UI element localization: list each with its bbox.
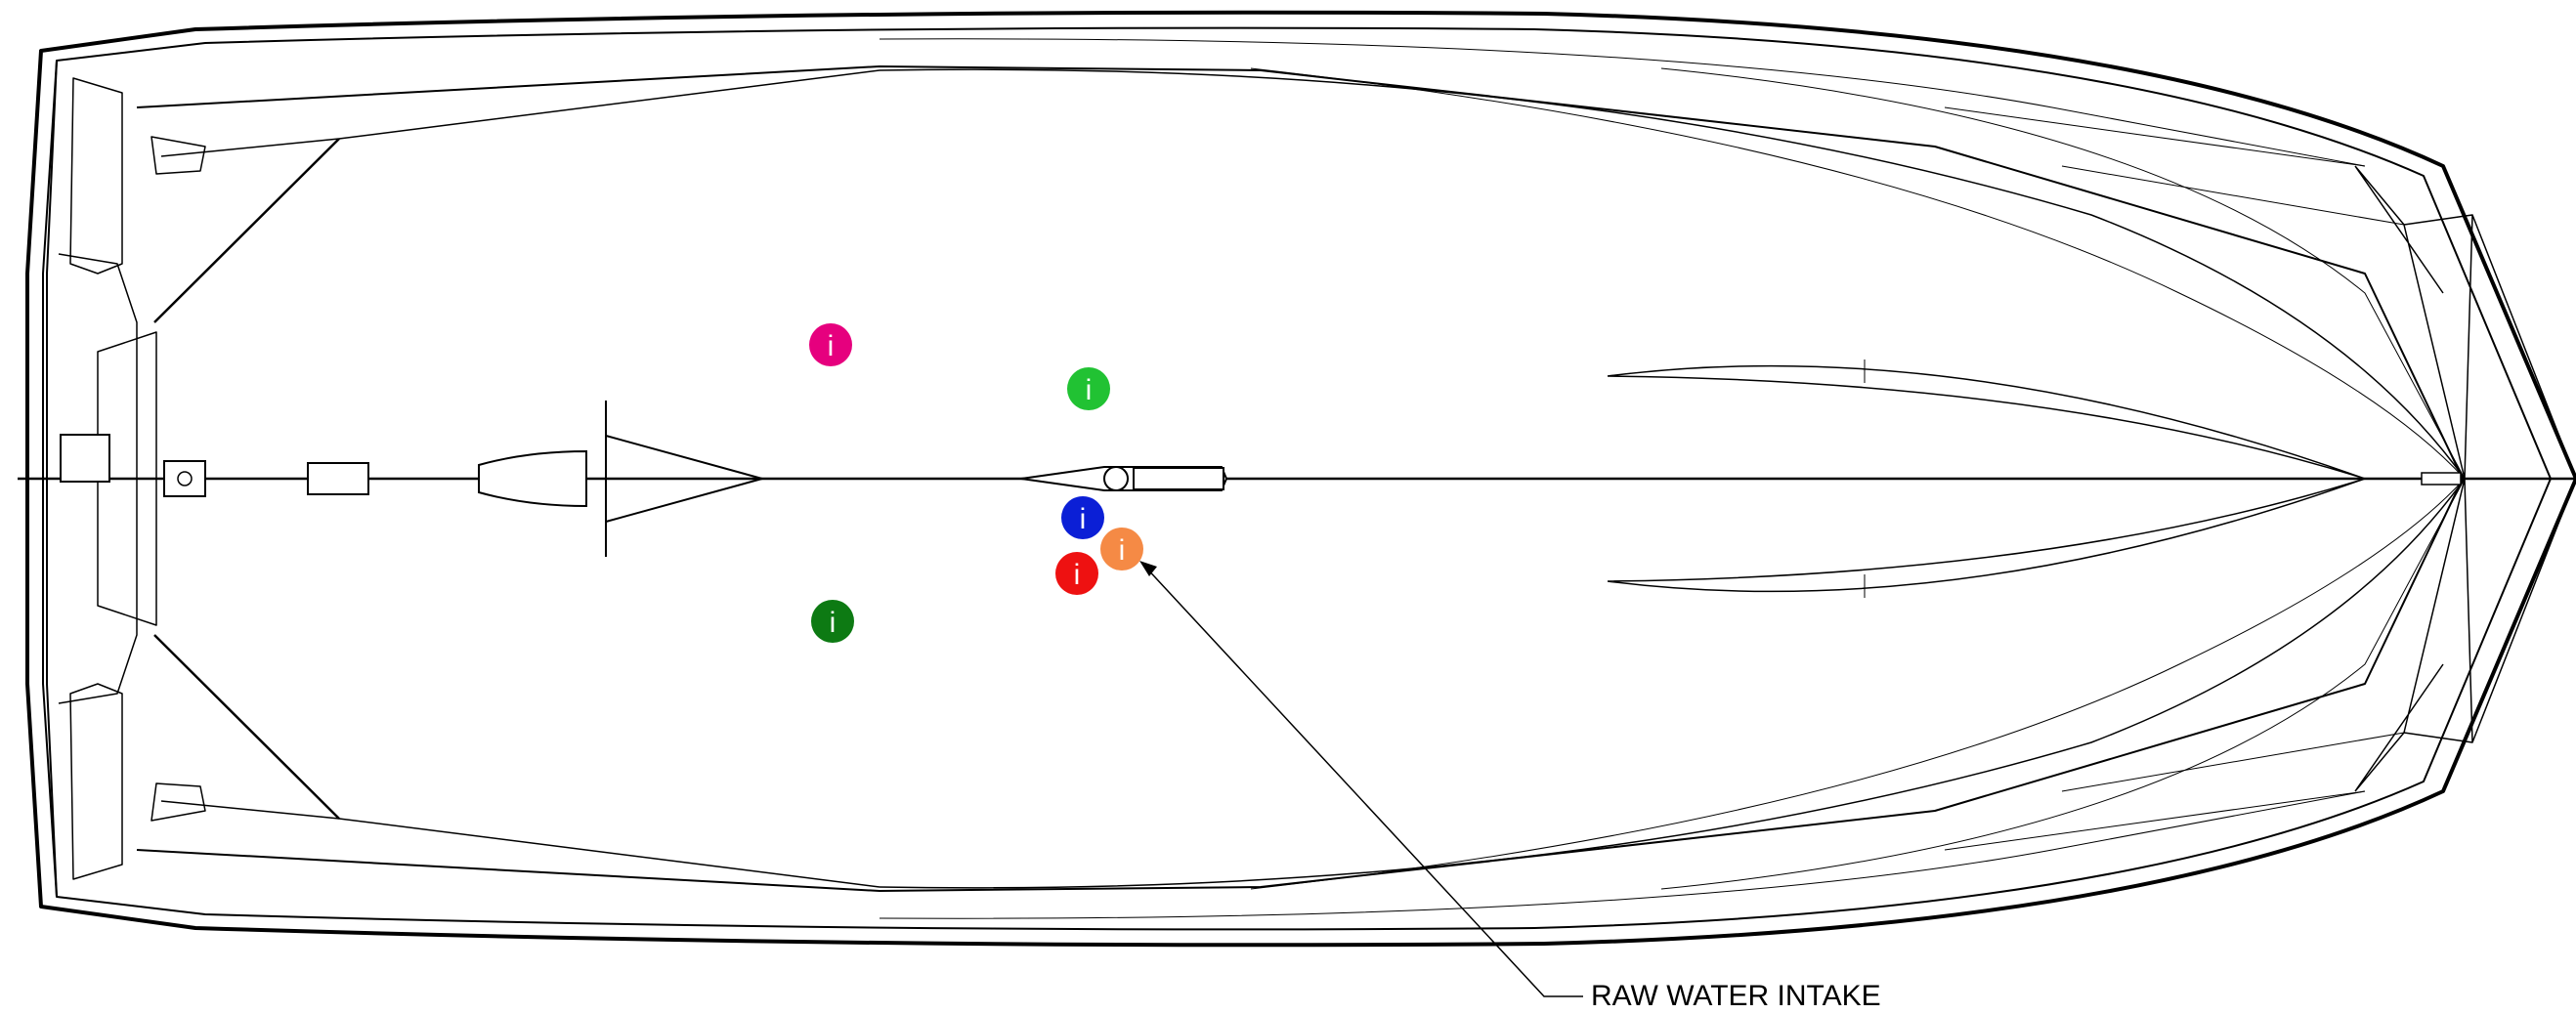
strake-lower-1: [1250, 478, 2466, 890]
mounting-plate-1: [163, 460, 206, 497]
strake-upper-3: [879, 38, 2366, 167]
hull-outer-edge: [25, 10, 2576, 948]
callout-label: RAW WATER INTAKE: [1591, 980, 1881, 1012]
intake-fitting: [1103, 466, 1129, 491]
hotspot-magenta[interactable]: i: [809, 323, 852, 366]
hotspot-dark-green-marker[interactable]: [811, 600, 854, 643]
centerline-group: [18, 401, 2576, 557]
transducer-housing: [478, 449, 587, 508]
strake-upper-2: [1660, 67, 2466, 480]
hotspot-orange[interactable]: i: [1100, 528, 1143, 570]
aft-quarter-lower: [153, 634, 340, 820]
strake-lower-2: [1660, 478, 2466, 890]
aft-pockets: [69, 77, 206, 880]
hotspot-orange-marker[interactable]: [1100, 528, 1143, 570]
strake-lower-3: [879, 790, 2366, 919]
mounting-plate-2: [307, 462, 369, 495]
info-icon: i: [830, 607, 837, 639]
mounting-plate-1-hole: [177, 471, 193, 486]
callout-leader-line: [1142, 564, 1583, 997]
pad-lower: [1607, 478, 2366, 593]
hotspot-blue-marker[interactable]: [1061, 496, 1104, 539]
aft-quarter-upper: [153, 138, 340, 323]
transom-drain: [60, 434, 110, 483]
hotspot-light-green-marker[interactable]: [1067, 367, 1110, 410]
hotspot-light-green[interactable]: i: [1067, 367, 1110, 410]
hull-inner-edge: [42, 26, 2552, 931]
hotspot-magenta-marker[interactable]: [809, 323, 852, 366]
info-icon: i: [1086, 374, 1093, 406]
hotspot-dark-green[interactable]: i: [811, 600, 854, 643]
chine-curve-lower: [879, 478, 2466, 889]
pad-upper: [1607, 364, 2366, 480]
info-icon: i: [1119, 534, 1126, 567]
hotspot-red[interactable]: i: [1055, 552, 1098, 595]
bow-upper-lines: [1944, 106, 2405, 851]
info-icon: i: [1080, 503, 1087, 535]
strake-upper-1: [1250, 67, 2466, 480]
chine-curve-upper: [879, 68, 2466, 480]
keel-fin: [605, 401, 766, 557]
hotspot-red-marker[interactable]: [1055, 552, 1098, 595]
info-icon: i: [828, 330, 835, 362]
hotspot-blue[interactable]: i: [1061, 496, 1104, 539]
info-icon: i: [1074, 559, 1081, 591]
pickup-strip: [1133, 467, 1224, 490]
raw-water-intake-callout: RAW WATER INTAKE: [1139, 561, 1881, 1012]
bow-eye: [2421, 472, 2462, 486]
callout-arrowhead: [1139, 561, 1157, 576]
